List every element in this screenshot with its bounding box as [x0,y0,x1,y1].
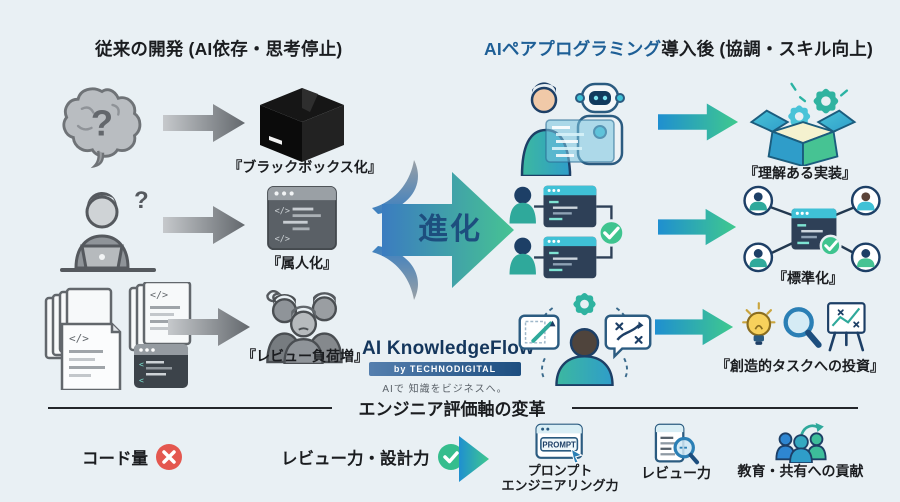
right-title-rest: 導入後 (協調・スキル向上) [661,39,874,59]
human-robot-pairing-icon [520,82,625,176]
prompt-icon-text: PROMPT [542,440,576,449]
skill-prompt-engineering: PROMPT プロンプト エンジニアリング力 [494,423,626,494]
confused-developer-icon: ? [60,187,156,272]
divider-line [48,407,332,409]
skill-label-line1: プロンプト [527,463,593,478]
brain-question-icon: ? [62,87,142,169]
old-metric: コード量 [82,443,183,471]
arrow-right-icon [168,308,250,346]
arrow-right-icon [658,208,737,246]
black-box-icon [260,88,344,162]
brand-tagline: AIで 知識をビジネスへ。 [382,384,508,395]
team-network-icon [743,185,881,273]
result-label: 『標準化』 [773,270,843,286]
prompt-window-icon: PROMPT [535,423,584,463]
svg-text:?: ? [91,103,113,144]
evolution-arrow-icon [372,160,514,300]
svg-text:<: < [139,360,144,369]
document-pile-icon: </> </> < < [44,282,192,390]
svg-text:?: ? [134,187,149,214]
right-title-highlight: AIペアプログラミング [484,39,662,59]
reject-x-icon [156,444,182,470]
skill-label-line1: レビュー力 [641,465,711,481]
arrow-right-icon [658,103,739,141]
arrow-right-icon [163,104,245,142]
svg-text:</>: </> [275,234,290,244]
skill-education-sharing: 教育・共有への貢献 [728,421,873,480]
svg-text:</>: </> [275,205,290,215]
pair-review-flow-icon [509,185,626,279]
brand-logo: AI KnowledgeFlow by TECHNODIGITAL AIで 知識… [362,338,535,395]
stressed-team-icon [266,290,343,364]
svg-text:</>: </> [150,290,168,301]
old-metric-label: コード量 [82,450,148,468]
brand-byline: by TECHNODIGITAL [369,362,521,376]
new-metric-label: レビュー力・設計力 [281,450,430,468]
idea-analysis-chart-icon [742,302,866,352]
divider-line [572,407,858,409]
svg-text:<: < [139,376,144,385]
new-metric: レビュー力・設計力 [281,443,465,471]
skill-label-line2: エンジニアリング力 [501,478,619,494]
skill-review: レビュー力 [628,423,724,482]
arrow-right-icon [655,308,734,346]
result-label: 『創造的タスクへの投資』 [716,358,884,374]
skill-label-line1: 教育・共有への貢献 [737,463,864,479]
result-label: 『理解ある実装』 [744,165,856,181]
result-label: 『ブラックボックス化』 [228,159,382,175]
result-label: 『レビュー負荷増』 [242,348,368,364]
arrow-right-icon [163,206,245,244]
creative-planning-icon [518,293,652,386]
transition-triangle-icon [459,436,489,482]
approve-check-icon [437,444,464,470]
section-title: エンジニア評価軸の変革 [358,400,546,419]
svg-text:</>: </> [69,332,89,345]
open-box-gears-icon [749,82,857,166]
evolution-label: 進化 [418,213,482,246]
left-column-title: 従来の開発 (AI依存・思考停止) [95,39,343,59]
code-review-icon [654,423,700,465]
code-editor-icon: </> </> [267,185,337,251]
right-column-title: AIペアプログラミング導入後 (協調・スキル向上) [484,36,873,61]
result-label: 『属人化』 [267,255,337,271]
brand-name: AI KnowledgeFlow [362,338,535,359]
team-growth-icon [774,422,827,463]
